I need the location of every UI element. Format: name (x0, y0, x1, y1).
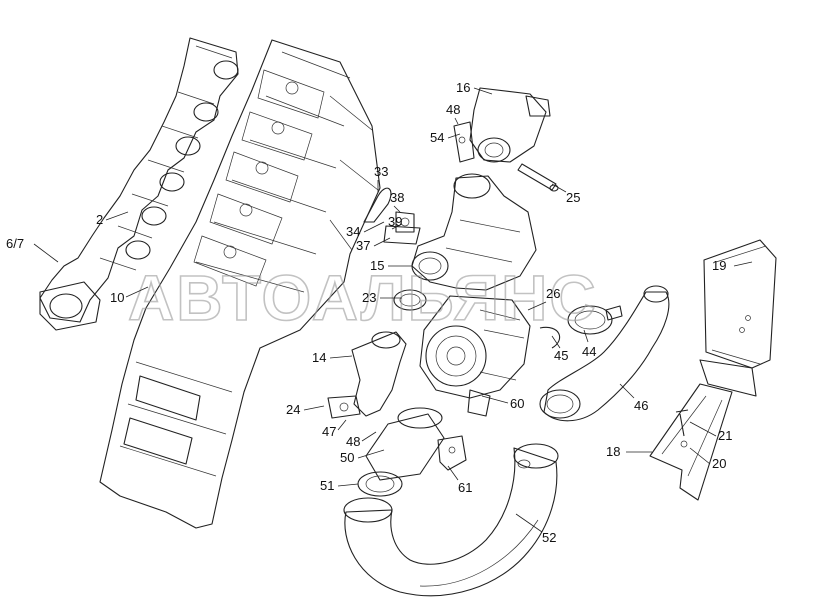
callout-label-c-10: 10 (110, 290, 124, 305)
leader-line-c-46 (619, 383, 635, 399)
callout-label-c-45: 45 (554, 348, 568, 363)
callout-label-c-19: 19 (712, 258, 726, 273)
leader-line-c-61 (447, 465, 459, 481)
oil-line-33 (363, 187, 421, 245)
callout-label-c-25: 25 (566, 190, 580, 205)
callout-label-c-6-7: 6/7 (6, 236, 24, 251)
callout-label-c-46: 46 (634, 398, 648, 413)
exhaust-manifold (39, 37, 239, 331)
leader-line-c-24 (303, 405, 325, 411)
leader-line-c-47 (337, 419, 347, 431)
callout-label-c-34: 34 (346, 224, 360, 239)
callout-label-c-52: 52 (542, 530, 556, 545)
heat-shield (649, 239, 777, 501)
water-pipe-14 (327, 331, 407, 419)
callout-label-c-24: 24 (286, 402, 300, 417)
thermostat-housing (453, 87, 551, 163)
leader-line-c-52 (515, 513, 543, 533)
leader-line-c-16 (473, 87, 493, 95)
leader-line-c-2 (105, 211, 129, 221)
leader-line-c-48b (361, 431, 377, 442)
leader-line-c-25 (551, 183, 567, 193)
callout-label-c-38: 38 (390, 190, 404, 205)
callout-label-c-18: 18 (606, 444, 620, 459)
callout-label-c-33: 33 (374, 164, 388, 179)
callout-label-c-47: 47 (322, 424, 336, 439)
callout-label-c-39: 39 (388, 214, 402, 229)
leader-line-c-37 (373, 237, 391, 247)
leader-line-c-48a (454, 117, 459, 125)
bracket-61 (437, 435, 467, 471)
intake-elbow (411, 173, 537, 291)
callout-label-c-44: 44 (582, 344, 596, 359)
leader-line-c-50 (357, 449, 385, 459)
leader-line-c-14 (329, 355, 353, 359)
hose-46 (539, 285, 670, 422)
bolt-25 (517, 163, 559, 192)
callout-label-c-50: 50 (340, 450, 354, 465)
callout-label-c-16: 16 (456, 80, 470, 95)
leader-line-c-45 (551, 335, 561, 349)
hose-52 (343, 443, 559, 597)
callout-label-c-60: 60 (510, 396, 524, 411)
leader-line-c-51 (337, 483, 359, 487)
callout-label-c-61: 61 (458, 480, 472, 495)
callout-label-c-2: 2 (96, 212, 103, 227)
leader-line-c-6-7 (33, 243, 59, 263)
callout-label-c-15: 15 (370, 258, 384, 273)
leader-line-c-21 (689, 421, 717, 437)
coupling-50 (357, 407, 445, 497)
callout-label-c-37: 37 (356, 238, 370, 253)
watermark-text: АВТОАЛЬЯНС (128, 262, 598, 334)
callout-label-c-23: 23 (362, 290, 376, 305)
leader-line-c-38 (393, 205, 401, 213)
callout-label-c-48a: 48 (446, 102, 460, 117)
leader-line-c-44 (583, 329, 589, 343)
leader-line-c-19 (733, 261, 753, 267)
engine-block (99, 39, 381, 529)
leader-line-c-10 (125, 286, 149, 298)
callout-label-c-20: 20 (712, 456, 726, 471)
turbocharger (393, 289, 531, 417)
leader-line-c-60 (481, 395, 509, 404)
leader-line-c-20 (689, 447, 711, 465)
leader-line-c-26 (527, 301, 547, 311)
callout-label-c-14: 14 (312, 350, 326, 365)
callout-label-c-54: 54 (430, 130, 444, 145)
leader-line-c-39 (391, 223, 403, 230)
callout-label-c-21: 21 (718, 428, 732, 443)
callout-label-c-51: 51 (320, 478, 334, 493)
leader-line-c-54 (447, 133, 461, 139)
leader-line-c-34 (363, 221, 385, 233)
clamps (539, 305, 623, 349)
callout-label-c-48b: 48 (346, 434, 360, 449)
callout-label-c-26: 26 (546, 286, 560, 301)
